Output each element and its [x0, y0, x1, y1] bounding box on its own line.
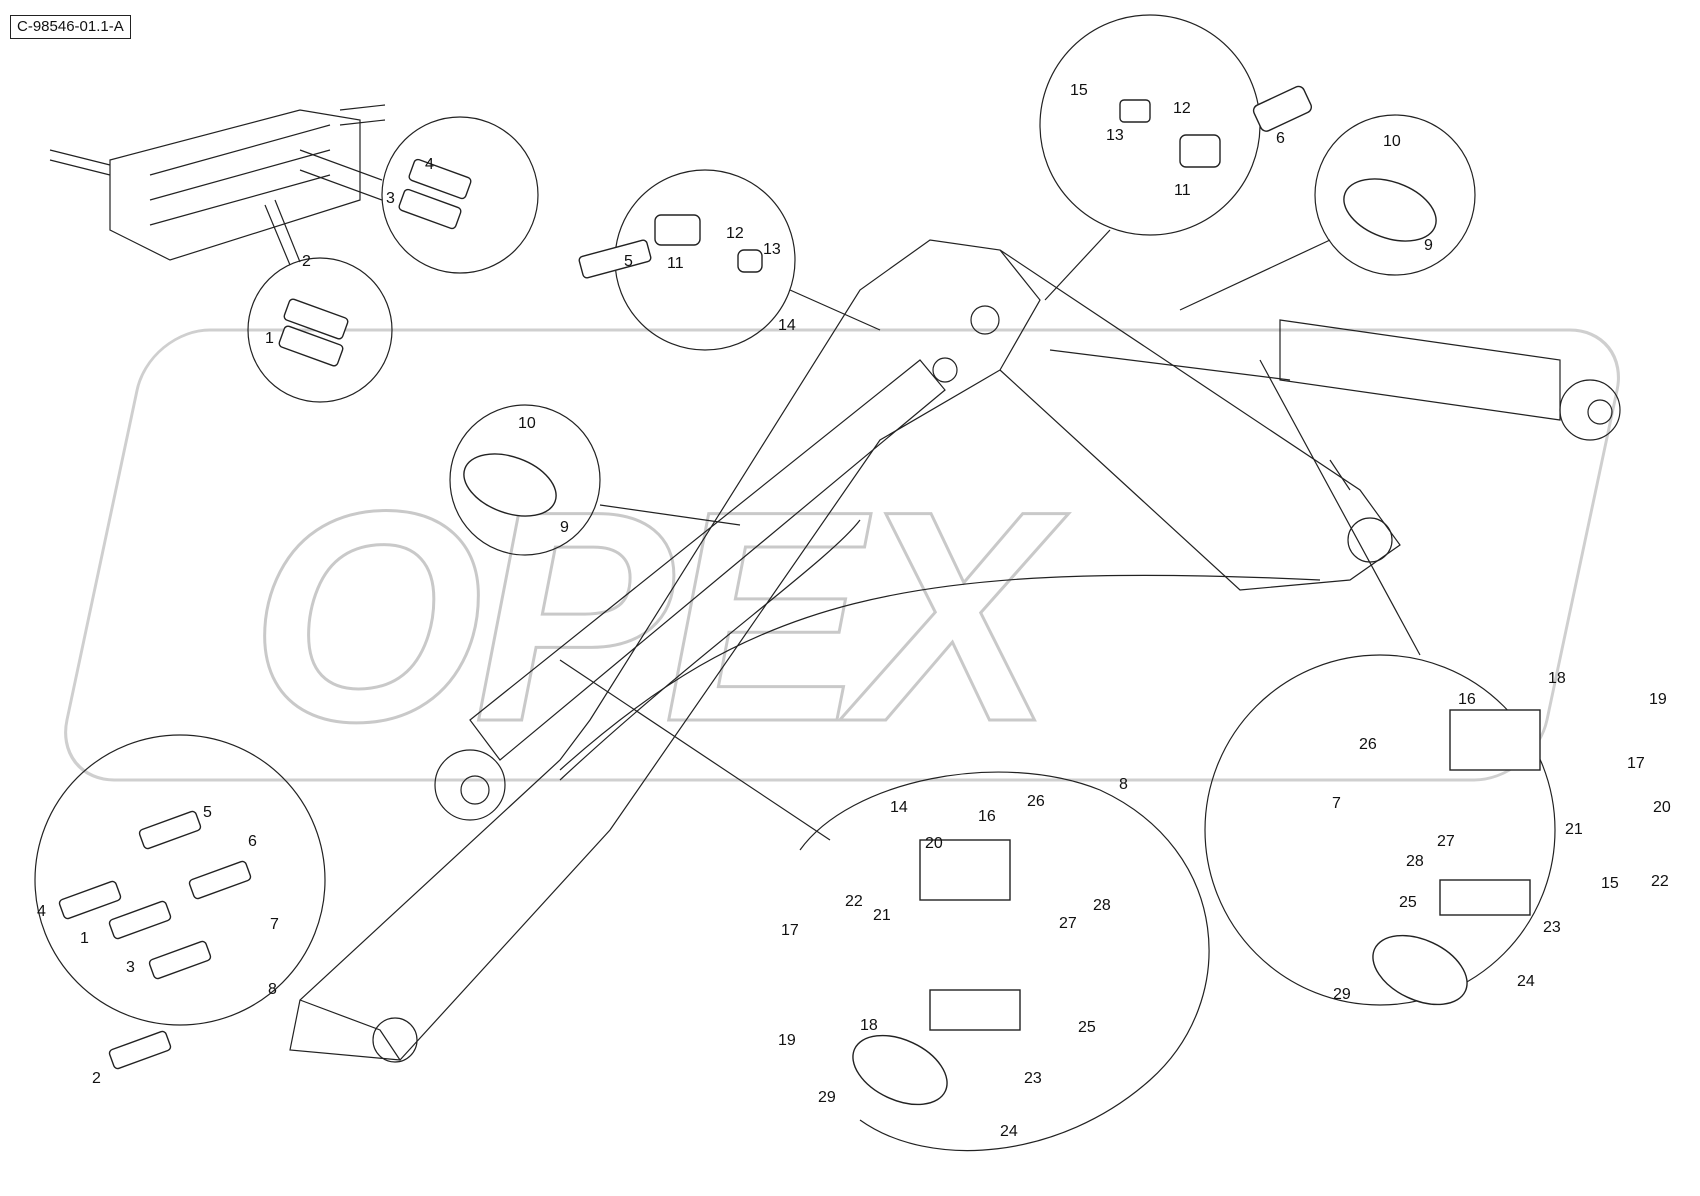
label-grp-b-15: 15	[1070, 82, 1088, 99]
label-topleft-3: 3	[386, 190, 395, 207]
label-mid-26: 26	[1027, 793, 1045, 810]
label-grp-b-12: 12	[1173, 100, 1191, 117]
label-topleft-2: 2	[302, 253, 311, 270]
hydraulic-cylinder-upper	[1049, 319, 1621, 441]
label-bl-3: 3	[126, 959, 135, 976]
label-bl-1: 1	[80, 930, 89, 947]
control-valve-block	[49, 104, 386, 261]
label-grp-a-5: 5	[624, 253, 633, 270]
label-bl-6: 6	[248, 833, 257, 850]
label-r-25: 25	[1399, 894, 1417, 911]
detail-circle-clamp-right	[1179, 114, 1476, 311]
label-mid-24: 24	[1000, 1123, 1018, 1140]
label-mid-21: 21	[873, 907, 891, 924]
label-r-20: 20	[1653, 799, 1671, 816]
detail-circle-fittings-3-4	[299, 116, 539, 274]
label-r-15: 15	[1601, 875, 1619, 892]
label-mid-19: 19	[778, 1032, 796, 1049]
detail-circle-valve-right	[1204, 359, 1556, 1006]
label-clamp-l-10: 10	[518, 415, 536, 432]
label-r-21: 21	[1565, 821, 1583, 838]
label-bl-4: 4	[37, 903, 46, 920]
label-mid-14: 14	[890, 799, 908, 816]
label-bl-2: 2	[92, 1070, 101, 1087]
label-mid-28: 28	[1093, 897, 1111, 914]
label-r-28: 28	[1406, 853, 1424, 870]
label-r-18: 18	[1548, 670, 1566, 687]
label-mid-18: 18	[860, 1017, 878, 1034]
svg-text:OPEX: OPEX	[250, 448, 1069, 784]
label-bl-8: 8	[268, 981, 277, 998]
label-r-24: 24	[1517, 973, 1535, 990]
label-grp-a-14: 14	[778, 317, 796, 334]
label-mid-22: 22	[845, 893, 863, 910]
label-grp-b-13: 13	[1106, 127, 1124, 144]
label-r-16: 16	[1458, 691, 1476, 708]
label-mid-17: 17	[781, 922, 799, 939]
detail-circle-fittings-1-2	[247, 199, 393, 403]
hydraulic-cylinder-lower	[434, 359, 946, 821]
label-clamp-l-9: 9	[560, 519, 569, 536]
label-grp-a-11: 11	[667, 255, 684, 272]
label-r-7: 7	[1332, 795, 1341, 812]
label-grp-a-13: 13	[763, 241, 781, 258]
part-labels: 2 1 4 3 11 12 13 5 14 15 12 13 11 6 10 9…	[37, 82, 1671, 1140]
detail-circle-fittings-bottom-left	[34, 734, 326, 1070]
label-r-27: 27	[1437, 833, 1455, 850]
label-grp-b-11: 11	[1174, 182, 1191, 199]
label-mid-27: 27	[1059, 915, 1077, 932]
detail-circle-fittings-11-15-6	[1039, 14, 1313, 301]
boom-arm	[289, 239, 1401, 1063]
hydraulic-hoses	[559, 519, 1321, 781]
label-mid-16: 16	[978, 808, 996, 825]
label-topleft-4: 4	[425, 156, 434, 173]
watermark: OPEX	[64, 328, 1620, 786]
label-grp-b-6: 6	[1276, 130, 1285, 147]
label-r-23: 23	[1543, 919, 1561, 936]
label-clamp-r-10: 10	[1383, 133, 1401, 150]
label-r-22: 22	[1651, 873, 1669, 890]
label-r-19: 19	[1649, 691, 1667, 708]
detail-circle-clamp-left	[449, 404, 741, 556]
label-mid-20: 20	[925, 835, 943, 852]
label-r-26: 26	[1359, 736, 1377, 753]
label-mid-25: 25	[1078, 1019, 1096, 1036]
label-mid-23: 23	[1024, 1070, 1042, 1087]
detail-circle-valve-mid	[559, 659, 1210, 1152]
label-r-17: 17	[1627, 755, 1645, 772]
label-topleft-1: 1	[265, 330, 274, 347]
label-bl-7: 7	[270, 916, 279, 933]
label-mid-29: 29	[818, 1089, 836, 1106]
detail-circle-fittings-5-11-14	[578, 169, 881, 351]
label-r-29: 29	[1333, 986, 1351, 1003]
drawing-reference: C-98546-01.1-A	[10, 15, 131, 39]
label-mid-8: 8	[1119, 776, 1128, 793]
label-clamp-r-9: 9	[1424, 237, 1433, 254]
label-bl-5: 5	[203, 804, 212, 821]
label-grp-a-12: 12	[726, 225, 744, 242]
